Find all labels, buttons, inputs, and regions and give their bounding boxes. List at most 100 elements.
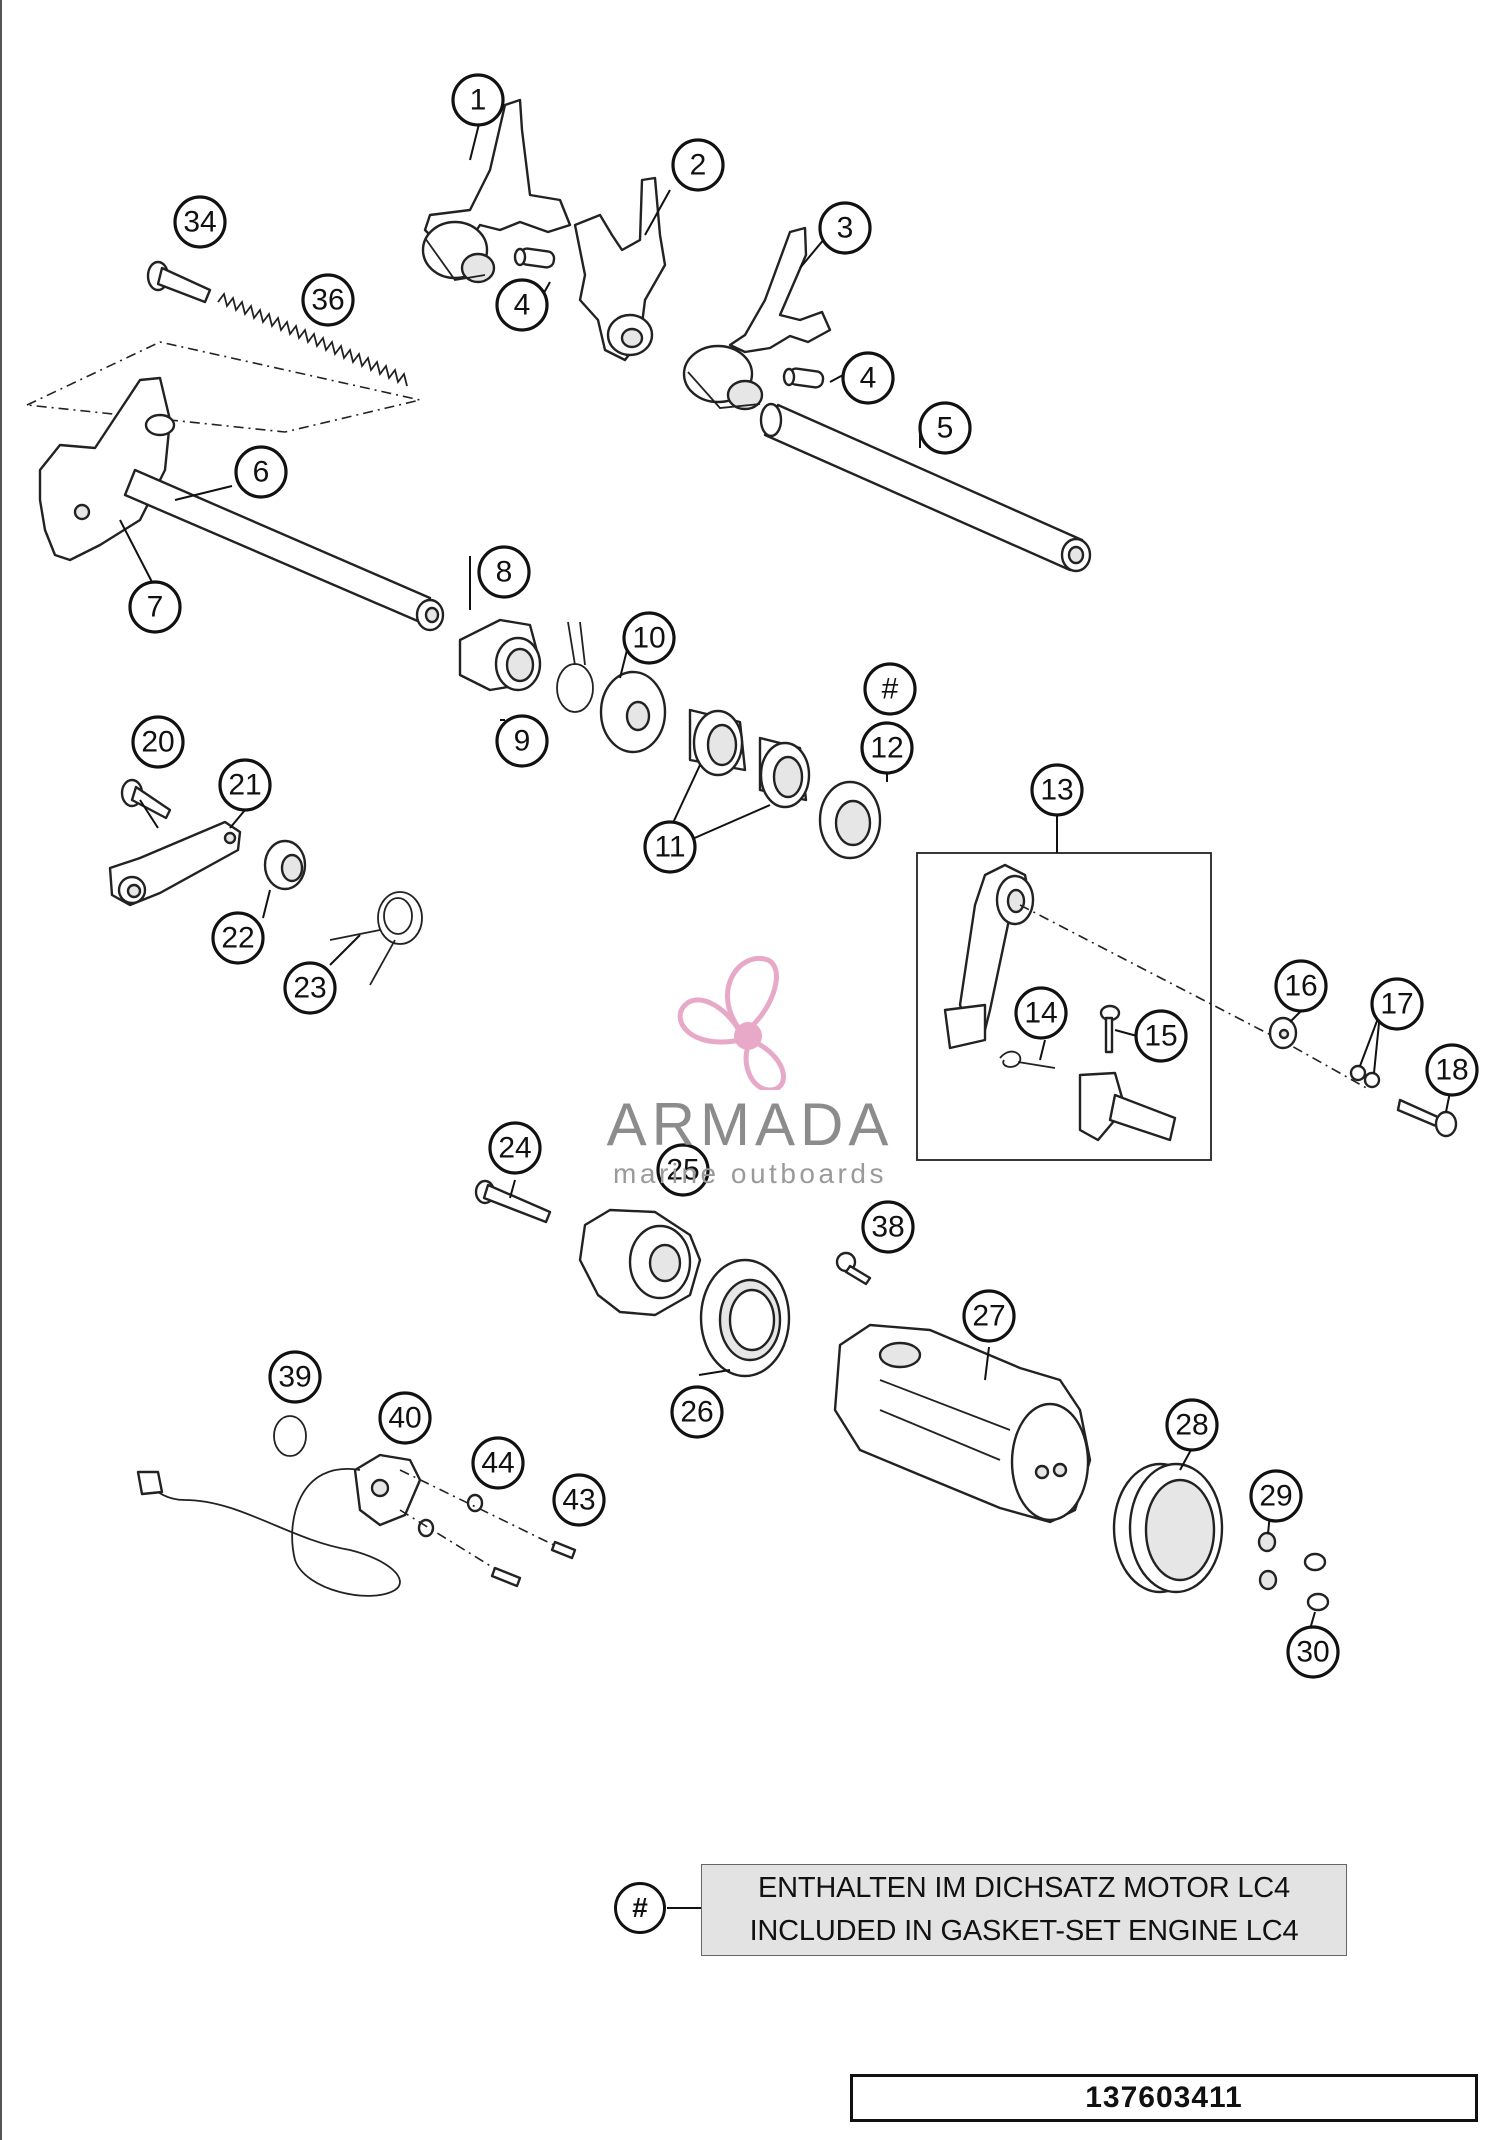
callout-label: 4 xyxy=(860,362,877,395)
callout-label: 8 xyxy=(496,556,513,589)
callout-22: 22 xyxy=(211,911,265,965)
page-border-left xyxy=(0,0,2,2140)
callout-44: 44 xyxy=(471,1436,525,1490)
callout-7: 7 xyxy=(128,580,182,634)
callout-label: 16 xyxy=(1284,970,1317,1003)
retaining-clip xyxy=(556,621,594,713)
shift-shaft xyxy=(24,341,445,632)
gear-position-sensor xyxy=(136,1453,422,1597)
shift-drum xyxy=(833,1323,1092,1524)
leader-lines xyxy=(119,119,1451,1637)
callout-label: 14 xyxy=(1024,997,1057,1030)
callout-4-lower: 4 xyxy=(841,351,895,405)
armada-watermark: ARMADA marine outboards xyxy=(590,950,910,1200)
bushing xyxy=(458,618,542,692)
callout-39: 39 xyxy=(268,1350,322,1404)
legend-connector xyxy=(667,1907,701,1909)
callout-label: 36 xyxy=(311,284,344,317)
shift-lever xyxy=(943,863,1035,1050)
sensor-axis-upper xyxy=(399,1469,561,1549)
legend-line-german: ENTHALTEN IM DICHSATZ MOTOR LC4 xyxy=(758,1872,1290,1904)
lever-pin xyxy=(1099,1004,1121,1054)
callout-label: 7 xyxy=(147,591,164,624)
drum-bearing xyxy=(699,1258,791,1378)
callout-label: 4 xyxy=(514,289,531,322)
thrust-washer xyxy=(599,670,667,754)
callout-8: 8 xyxy=(477,545,531,599)
callout-10: 10 xyxy=(622,611,676,665)
guide-pin-lower xyxy=(782,367,825,389)
watermark-name: ARMADA xyxy=(606,1091,894,1158)
callout-17: 17 xyxy=(1370,977,1424,1031)
drum-locating-screw xyxy=(474,1179,552,1224)
callout-24: 24 xyxy=(488,1121,542,1175)
detent-spring xyxy=(217,291,408,387)
sensor-o-ring xyxy=(273,1415,307,1457)
callout-40: 40 xyxy=(378,1391,432,1445)
callout-15: 15 xyxy=(1134,1009,1188,1063)
lever-spring-clip xyxy=(999,1050,1056,1069)
callout-34: 34 xyxy=(173,195,227,249)
legend-box: ENTHALTEN IM DICHSATZ MOTOR LC4 INCLUDED… xyxy=(701,1864,1347,1956)
callout-38: 38 xyxy=(861,1200,915,1254)
callout-label: 22 xyxy=(221,922,254,955)
callout-hash: # xyxy=(863,662,917,716)
locating-bolt xyxy=(120,778,172,820)
callout-2: 2 xyxy=(671,138,725,192)
lock-washers xyxy=(1349,1064,1381,1089)
callout-label: 11 xyxy=(654,831,685,864)
callout-6: 6 xyxy=(234,445,288,499)
callout-label: 39 xyxy=(278,1361,311,1394)
callout-29: 29 xyxy=(1249,1469,1303,1523)
sensor-washers xyxy=(417,1493,484,1538)
callout-label: 6 xyxy=(253,456,270,489)
legend-marker: # xyxy=(614,1882,666,1934)
callout-label: 2 xyxy=(690,149,707,182)
drum-screw xyxy=(835,1251,872,1286)
callout-label: 40 xyxy=(388,1402,421,1435)
callout-label: 43 xyxy=(562,1484,595,1517)
shift-fork-2 xyxy=(573,176,667,362)
needle-bearing-1 xyxy=(688,708,747,777)
callout-label: 3 xyxy=(837,212,854,245)
needle-bearing-2 xyxy=(758,736,811,809)
sensor-bolt-upper xyxy=(550,1540,577,1560)
callout-label: 21 xyxy=(228,769,261,802)
watermark-tagline: marine outboards xyxy=(613,1158,887,1189)
lever-clamp xyxy=(1078,1071,1177,1142)
callout-label: 5 xyxy=(937,412,954,445)
lever-washer xyxy=(1268,1016,1298,1050)
callout-11: 11 xyxy=(643,820,697,874)
callout-label: 28 xyxy=(1175,1409,1208,1442)
torsion-spring xyxy=(329,891,423,986)
callout-label: 26 xyxy=(680,1396,713,1429)
callout-label: 29 xyxy=(1259,1480,1292,1513)
callout-label: 12 xyxy=(870,732,903,765)
callout-label: 27 xyxy=(972,1300,1005,1333)
callout-3: 3 xyxy=(818,201,872,255)
callout-36: 36 xyxy=(301,273,355,327)
callout-43: 43 xyxy=(552,1473,606,1527)
drum-bearing-ring xyxy=(1112,1462,1224,1594)
callout-label: 23 xyxy=(293,972,326,1005)
callout-label: 34 xyxy=(183,206,216,239)
callout-label: 38 xyxy=(871,1211,904,1244)
propeller-logo-icon xyxy=(677,956,786,1090)
callout-label: 24 xyxy=(498,1132,531,1165)
callout-label: 30 xyxy=(1296,1636,1329,1669)
callout-28: 28 xyxy=(1165,1398,1219,1452)
shaft-seal xyxy=(818,780,882,860)
callout-27: 27 xyxy=(962,1289,1016,1343)
callout-20: 20 xyxy=(131,715,185,769)
sensor-bolt-lower xyxy=(490,1566,522,1588)
callout-1: 1 xyxy=(451,73,505,127)
shift-fork-3 xyxy=(682,226,832,411)
shift-fork-1 xyxy=(421,98,572,284)
callout-26: 26 xyxy=(670,1385,724,1439)
callout-30: 30 xyxy=(1286,1625,1340,1679)
shift-lever-group-box xyxy=(916,852,1212,1161)
callout-label: # xyxy=(882,673,899,706)
shift-drum-locating xyxy=(578,1208,702,1317)
callout-9: 9 xyxy=(495,714,549,768)
